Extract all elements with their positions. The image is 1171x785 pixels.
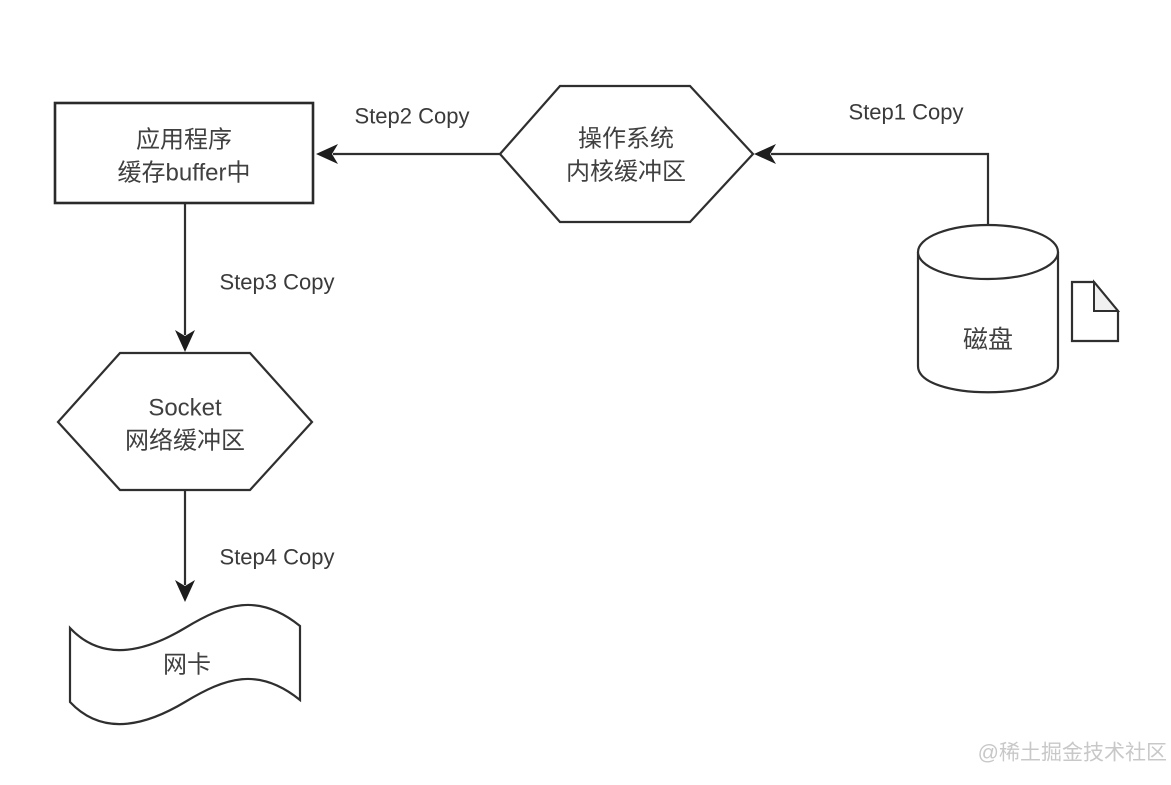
arrowhead-left-icon	[754, 144, 776, 164]
nic-tape-shape	[68, 603, 302, 726]
node-app-buffer: 应用程序 缓存buffer中	[53, 101, 315, 205]
os-kernel-label-line2: 内核缓冲区	[566, 159, 686, 186]
file-icon	[1070, 279, 1121, 343]
arrow-step2-label: Step2 Copy	[355, 104, 470, 129]
file-icon-fold	[1093, 279, 1121, 312]
arrow-step4: Step4 Copy	[175, 490, 334, 602]
arrow-step3: Step3 Copy	[175, 203, 334, 352]
app-buffer-label-line1: 应用程序	[136, 127, 232, 154]
arrowhead-down-icon	[175, 330, 195, 352]
disk-label: 磁盘	[963, 326, 1013, 354]
arrowhead-down-icon	[175, 580, 195, 602]
disk-cylinder-top	[916, 223, 1060, 281]
arrow-step4-label: Step4 Copy	[220, 545, 335, 570]
socket-label-line1: Socket	[148, 395, 222, 422]
node-socket-buffer: Socket 网络缓冲区	[56, 351, 314, 492]
arrowhead-left-icon	[316, 144, 338, 164]
app-buffer-label-line2: 缓存buffer中	[118, 160, 251, 187]
socket-label-line2: 网络缓冲区	[125, 428, 245, 455]
app-buffer-rect	[53, 101, 315, 205]
node-disk: 磁盘	[916, 223, 1121, 394]
os-kernel-hexagon	[498, 84, 755, 224]
node-os-kernel-buffer: 操作系统 内核缓冲区	[498, 84, 755, 224]
socket-hexagon	[56, 351, 314, 492]
os-kernel-label-line1: 操作系统	[578, 126, 674, 153]
nic-label: 网卡	[163, 652, 211, 679]
arrow-step3-label: Step3 Copy	[220, 270, 335, 295]
arrow-step2: Step2 Copy	[316, 104, 500, 164]
arrow-step1-line	[771, 152, 990, 225]
disk-cylinder-body	[916, 252, 1060, 394]
watermark: @稀土掘金技术社区	[978, 742, 1167, 765]
arrow-step1-label: Step1 Copy	[849, 100, 964, 125]
node-nic: 网卡	[68, 603, 302, 726]
arrow-step1: Step1 Copy	[754, 100, 990, 225]
